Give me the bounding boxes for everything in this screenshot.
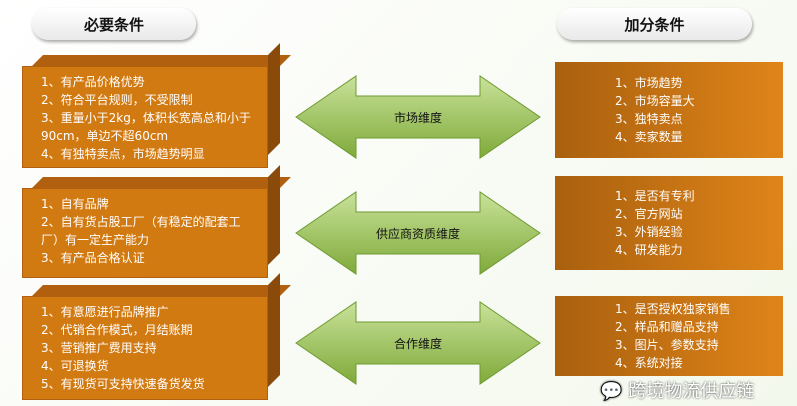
list-item: 1、市场趋势 xyxy=(615,76,683,90)
list-item: 1、有产品价格优势 xyxy=(41,75,145,89)
header-bonus: 加分条件 xyxy=(557,8,752,40)
list-item: 4、卖家数量 xyxy=(615,130,683,144)
bonus-box: 1、是否授权独家销售 2、样品和赠品支持 3、图片、参数支持 4、系统对接 xyxy=(555,296,783,376)
bonus-box: 1、是否有专利 2、官方网站 3、外销经验 4、研发能力 xyxy=(555,176,783,270)
dimension-label: 合作维度 xyxy=(393,337,442,351)
list-item: 1、是否有专利 xyxy=(615,189,695,203)
dimension-label: 市场维度 xyxy=(393,111,442,125)
list-item: 1、自有品牌 xyxy=(41,197,109,211)
list-item: 2、符合平台规则，不受限制 xyxy=(41,93,193,107)
list-item: 3、图片、参数支持 xyxy=(615,338,719,352)
dimension-label: 供应商资质维度 xyxy=(375,227,460,241)
list-item: 2、自有货占股工厂（有稳定的配套工厂）有一定生产能力 xyxy=(41,215,241,247)
list-item: 2、市场容量大 xyxy=(615,94,695,108)
list-item: 4、系统对接 xyxy=(615,356,683,370)
watermark: 💬跨境物流供应链 xyxy=(600,380,754,404)
list-item: 3、营销推广费用支持 xyxy=(41,341,157,355)
list-item: 4、有独特卖点，市场趋势明显 xyxy=(41,147,205,161)
list-item: 5、有现货可支持快速备货发货 xyxy=(41,377,205,391)
list-item: 4、可退换货 xyxy=(41,359,109,373)
wechat-icon: 💬 xyxy=(600,381,623,402)
list-item: 2、样品和赠品支持 xyxy=(615,320,719,334)
list-item: 3、外销经验 xyxy=(615,225,683,239)
watermark-text: 跨境物流供应链 xyxy=(628,381,755,402)
header-required: 必要条件 xyxy=(32,8,196,40)
list-item: 1、有意愿进行品牌推广 xyxy=(41,305,169,319)
list-item: 2、官方网站 xyxy=(615,207,683,221)
double-arrow-icon xyxy=(295,301,541,385)
list-item: 4、研发能力 xyxy=(615,243,683,257)
required-box: 1、有产品价格优势 2、符合平台规则，不受限制 3、重量小于2kg，体积长宽高总和小… xyxy=(22,66,268,168)
required-box: 1、有意愿进行品牌推广 2、代销合作模式，月结账期 3、营销推广费用支持 4、可退换货… xyxy=(22,296,268,400)
list-item: 3、独特卖点 xyxy=(615,112,683,126)
list-item: 3、有产品合格认证 xyxy=(41,251,145,265)
list-item: 2、代销合作模式，月结账期 xyxy=(41,323,193,337)
double-arrow-icon xyxy=(295,75,541,159)
bonus-box: 1、市场趋势 2、市场容量大 3、独特卖点 4、卖家数量 xyxy=(555,62,783,158)
list-item: 3、重量小于2kg，体积长宽高总和小于90cm，单边不超60cm xyxy=(41,111,251,143)
required-box: 1、自有品牌 2、自有货占股工厂（有稳定的配套工厂）有一定生产能力 3、有产品合格认… xyxy=(22,188,268,278)
list-item: 1、是否授权独家销售 xyxy=(615,302,731,316)
double-arrow-icon xyxy=(295,191,541,275)
